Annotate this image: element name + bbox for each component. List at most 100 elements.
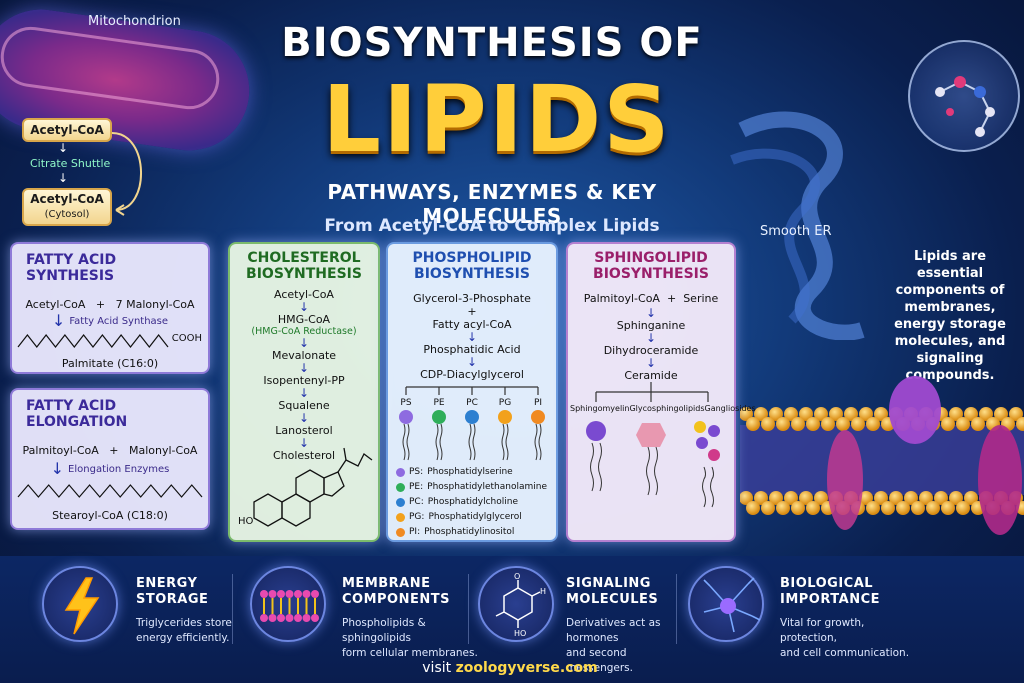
arrow-down-icon: ↓ <box>50 459 65 478</box>
ho-label: HO <box>238 516 254 527</box>
lipid-head <box>268 590 277 598</box>
molecule-icon: O H HO <box>478 566 554 642</box>
lipid-head <box>761 417 775 431</box>
legend-item: PI:Phosphatidylinositol <box>396 525 556 540</box>
sphingolipid-product: Gangliosides <box>704 404 756 413</box>
phospholipid-head <box>465 410 479 424</box>
lipid-head <box>740 491 753 505</box>
lipid-head <box>844 407 858 421</box>
stearoyl-chain-icon <box>17 484 203 498</box>
lipid-head <box>949 407 963 421</box>
fas-enzyme: Fatty Acid Synthase <box>69 315 169 327</box>
lipid-head <box>260 590 268 598</box>
lipid-head <box>776 501 790 515</box>
mitochondrion-label: Mitochondrion <box>88 14 181 29</box>
page-title: BIOSYNTHESIS OF <box>281 20 703 66</box>
acetyl-coa-mito: Acetyl-CoA <box>22 118 112 142</box>
fas-reactant1: Acetyl-CoA <box>25 298 86 311</box>
legend-name: Phosphatidylcholine <box>427 497 518 507</box>
lipid-head <box>1016 417 1024 431</box>
feature-text: form cellular membranes. <box>342 647 478 659</box>
arrow-down-icon: ↓ <box>51 311 66 330</box>
feature-title: MOLECULES <box>566 592 659 607</box>
phospholipid-panel: PHOSPHOLIPID BIOSYNTHESIS Glycerol-3-Pho… <box>386 242 558 542</box>
plus-sign: + <box>467 305 477 318</box>
legend-swatch <box>396 498 405 507</box>
lipid-head <box>911 501 925 515</box>
phospholipid-head-label: PG <box>499 398 511 408</box>
arrow-down-icon: ↓ <box>645 306 657 320</box>
legend-swatch <box>396 468 405 477</box>
legend-swatch <box>396 513 405 522</box>
sphingolipid-panel: SPHINGOLIPID BIOSYNTHESIS Palmitoyl-CoA … <box>566 242 756 542</box>
phospholipid-head-label: PS <box>400 398 411 408</box>
lipid-head <box>302 590 311 598</box>
sphingolipid-product: Glycosphingolipids <box>629 404 705 413</box>
arrow-down-icon: ↓ <box>298 361 310 375</box>
cholesterol-step: HMG-CoA <box>277 313 331 326</box>
sphi-step2: Dihydroceramide <box>603 344 699 357</box>
feature-energy: ENERGY STORAGE Triglycerides store energ… <box>136 576 236 646</box>
lipid-head <box>896 501 910 515</box>
feature-title: BIOLOGICAL <box>780 576 874 591</box>
cytosol-label: (Cytosol) <box>44 209 90 220</box>
lipid-head <box>268 614 277 622</box>
lipid-tail <box>402 423 406 461</box>
cholesterol-title: CHOLESTEROL BIOSYNTHESIS <box>246 250 362 282</box>
feature-text: energy efficiently. <box>136 632 230 644</box>
lipid-head <box>791 417 805 431</box>
membrane-bilayer-illustration <box>740 376 1024 535</box>
legend-abbr: PC: <box>409 497 424 507</box>
feature-text: Phospholipids & sphingolipids <box>342 617 426 644</box>
phospholipid-head <box>498 410 512 424</box>
fae-reactant2: Malonyl-CoA <box>128 444 198 457</box>
plus-sign: + <box>666 292 677 305</box>
lipid-head <box>814 491 828 505</box>
arrow-down-icon: ↓ <box>466 330 478 344</box>
lipid-head <box>859 407 873 421</box>
lipid-tail <box>472 423 476 461</box>
fatty-acid-elongation-title: FATTY ACID ELONGATION <box>26 398 128 430</box>
divider <box>676 574 677 644</box>
phospholipid-title: PHOSPHOLIPID BIOSYNTHESIS <box>412 250 532 282</box>
lipid-head <box>769 491 783 505</box>
feature-importance: BIOLOGICAL IMPORTANCE Vital for growth, … <box>780 576 920 661</box>
svg-text:O: O <box>514 572 520 581</box>
lipid-head <box>979 407 993 421</box>
sphingolipid-title: SPHINGOLIPID BIOSYNTHESIS <box>593 250 709 282</box>
acetyl-coa-cytosol-label: Acetyl-CoA <box>30 192 104 206</box>
lipid-head <box>277 614 285 622</box>
lipid-tail <box>538 423 542 461</box>
molecule-sphere-illustration <box>908 40 1020 152</box>
feature-title: COMPONENTS <box>342 592 450 607</box>
fae-product: Stearoyl-CoA (C18:0) <box>52 509 168 522</box>
legend-name: Phosphatidylinositol <box>424 527 515 537</box>
lipid-head <box>784 491 798 505</box>
lipid-head <box>311 614 319 622</box>
fatty-acid-synthesis-panel: FATTY ACID SYNTHESIS Acetyl-CoA + 7 Malo… <box>10 242 210 374</box>
lipid-tail <box>505 423 509 461</box>
feature-text: and second messengers. <box>566 647 633 674</box>
legend-item: PS:Phosphatidylserine <box>396 465 556 480</box>
arrow-down-icon: ↓ <box>58 171 69 185</box>
phospholipid-head <box>531 410 545 424</box>
arrow-down-icon: ↓ <box>466 355 478 369</box>
lipid-head <box>881 501 895 515</box>
legend-swatch <box>396 483 405 492</box>
footer-visit: visit zoologyverse.com <box>380 660 640 676</box>
sphi-reactant1: Palmitoyl-CoA <box>583 292 660 305</box>
lipid-head <box>277 590 285 598</box>
lipid-tail <box>468 423 472 461</box>
lipid-head <box>934 491 948 505</box>
lipid-tail <box>501 423 505 461</box>
lipid-head <box>754 491 768 505</box>
lipid-head <box>746 417 760 431</box>
page-tagline: From Acetyl-CoA to Complex Lipids <box>324 216 660 236</box>
feature-membrane: MEMBRANE COMPONENTS Phospholipids & sphi… <box>342 576 482 661</box>
sphi-step1: Sphinganine <box>616 319 686 332</box>
site-link[interactable]: zoologyverse.com <box>455 660 598 676</box>
legend-abbr: PI: <box>409 527 421 537</box>
lipid-head <box>302 614 311 622</box>
legend-name: Phosphatidylethanolamine <box>427 482 548 492</box>
